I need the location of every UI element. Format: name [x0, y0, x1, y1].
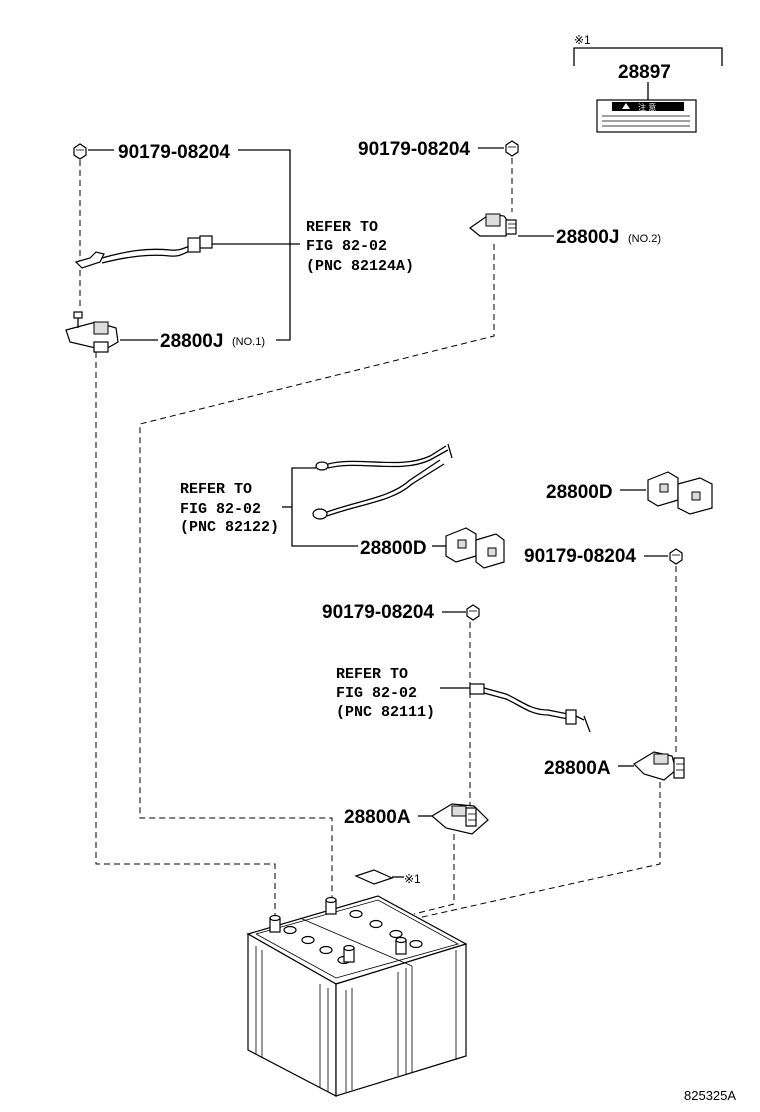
part-number-28800A-2[interactable]: 28800A [544, 758, 611, 779]
battery-cable-82124A[interactable] [74, 235, 213, 269]
part-number-28897[interactable]: 28897 [618, 62, 671, 83]
battery-cable-82111[interactable] [469, 683, 591, 733]
part-number-28800A-1[interactable]: 28800A [344, 807, 411, 828]
illustration-number: 825325A [684, 1088, 736, 1103]
terminal-clamp-1[interactable] [430, 803, 489, 835]
reference-82111: REFER TO FIG 82-02 (PNC 82111) [336, 666, 435, 721]
ref-line-3: (PNC 82124A) [306, 258, 414, 275]
battery-caution-label[interactable] [354, 869, 394, 885]
battery-illustration[interactable] [246, 895, 468, 1097]
ref-line-1: REFER TO [306, 219, 378, 236]
caution-label-text: 注 意 [638, 102, 656, 112]
part-number-28800D-2[interactable]: 28800D [546, 482, 613, 503]
label-callout: ※1 28897 注 意 [573, 33, 723, 133]
nut-top-left[interactable] [73, 143, 87, 160]
ref-line-2: FIG 82-02 [336, 685, 417, 702]
note-mark-top: ※1 [574, 33, 591, 47]
caution-label-illustration: 注 意 [596, 99, 697, 133]
terminal-clamp-2[interactable] [633, 751, 685, 781]
terminal-no2[interactable] [468, 213, 517, 237]
battery-note-mark: ※1 [404, 872, 421, 886]
ref-line-2: FIG 82-02 [306, 238, 387, 255]
reference-82124A: REFER TO FIG 82-02 (PNC 82124A) [306, 219, 414, 275]
nut-top-right[interactable] [505, 140, 519, 157]
ref-line-1: REFER TO [180, 481, 252, 498]
terminal-no1-note: (NO.1) [232, 336, 265, 348]
terminal-no1[interactable] [65, 311, 119, 353]
reference-82122: REFER TO FIG 82-02 (PNC 82122) [180, 481, 279, 536]
battery-cable-82122[interactable] [312, 443, 453, 520]
part-number-90179-1[interactable]: 90179-08204 [118, 142, 230, 163]
ref-line-2: FIG 82-02 [180, 501, 261, 518]
nut-right[interactable] [669, 548, 683, 565]
part-number-90179-4[interactable]: 90179-08204 [322, 602, 434, 623]
ref-line-3: (PNC 82122) [180, 519, 279, 536]
part-number-90179-3[interactable]: 90179-08204 [524, 546, 636, 567]
ref-line-1: REFER TO [336, 666, 408, 683]
ref-line-3: (PNC 82111) [336, 704, 435, 721]
part-number-28800D-1[interactable]: 28800D [360, 538, 427, 559]
part-number-90179-2[interactable]: 90179-08204 [358, 139, 470, 160]
terminal-no2-note: (NO.2) [628, 233, 661, 245]
part-number-28800J-no1[interactable]: 28800J [160, 331, 223, 352]
part-number-28800J-no2[interactable]: 28800J [556, 227, 619, 248]
terminal-cover-1[interactable] [445, 527, 505, 569]
terminal-cover-2[interactable] [647, 471, 713, 515]
nut-center[interactable] [466, 604, 480, 621]
